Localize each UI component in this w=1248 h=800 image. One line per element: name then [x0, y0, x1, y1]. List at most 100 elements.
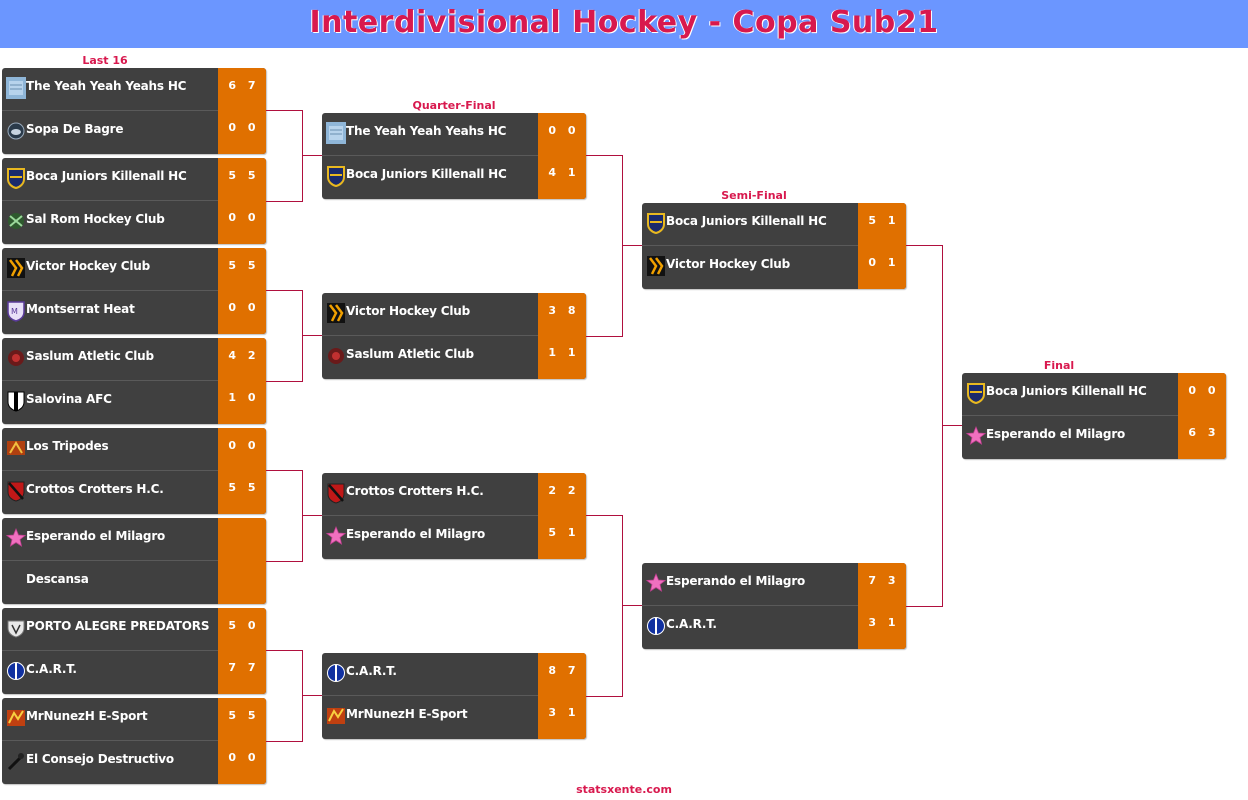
- team-name[interactable]: Crottos Crotters H.C.: [346, 484, 484, 498]
- team-name[interactable]: MrNunezH E-Sport: [26, 709, 148, 723]
- team-score: 6 7: [228, 79, 256, 92]
- match-card[interactable]: The Yeah Yeah Yeahs HC Boca Juniors Kille…: [322, 113, 586, 199]
- victor-logo-icon: [326, 302, 346, 324]
- team-row[interactable]: Boca Juniors Killenall HC: [642, 203, 906, 245]
- team-row[interactable]: Esperando el Milagro: [2, 518, 266, 560]
- team-row[interactable]: Victor Hockey Club: [2, 248, 266, 290]
- team-name[interactable]: Sopa De Bagre: [26, 122, 124, 136]
- team-row[interactable]: C.A.R.T.: [642, 605, 906, 649]
- bracket-connector: [266, 470, 303, 562]
- match-card[interactable]: MrNunezH E-Sport El Consejo Destructivo 5 …: [2, 698, 266, 784]
- team-name[interactable]: MrNunezH E-Sport: [346, 707, 468, 721]
- team-row[interactable]: Los Tripodes: [2, 428, 266, 470]
- victor-logo-icon: [6, 257, 26, 279]
- crottos-logo-icon: [6, 480, 26, 502]
- team-name[interactable]: C.A.R.T.: [26, 662, 77, 676]
- match-card[interactable]: Boca Juniors Killenall HC Sal Rom Hockey …: [2, 158, 266, 244]
- bracket-connector: [302, 335, 322, 336]
- cart-logo-icon: [6, 660, 26, 682]
- team-row[interactable]: C.A.R.T.: [322, 653, 586, 695]
- team-row[interactable]: Victor Hockey Club: [322, 293, 586, 335]
- team-score: 5 5: [228, 709, 256, 722]
- team-name[interactable]: Boca Juniors Killenall HC: [666, 214, 827, 228]
- team-name[interactable]: Saslum Atletic Club: [346, 347, 474, 361]
- team-score: [218, 529, 266, 549]
- team-name[interactable]: Boca Juniors Killenall HC: [986, 384, 1147, 398]
- team-row[interactable]: Sopa De Bagre: [2, 110, 266, 154]
- team-name[interactable]: Boca Juniors Killenall HC: [346, 167, 507, 181]
- team-row[interactable]: Esperando el Milagro: [642, 563, 906, 605]
- team-row[interactable]: Saslum Atletic Club: [322, 335, 586, 379]
- team-row[interactable]: Victor Hockey Club: [642, 245, 906, 289]
- team-row[interactable]: Sal Rom Hockey Club: [2, 200, 266, 244]
- team-row[interactable]: Saslum Atletic Club: [2, 338, 266, 380]
- team-score: 5 5: [228, 169, 256, 182]
- team-score: 8 7: [548, 664, 576, 677]
- team-score: 0 0: [548, 124, 576, 137]
- team-row[interactable]: The Yeah Yeah Yeahs HC: [322, 113, 586, 155]
- bracket-connector: [302, 155, 322, 156]
- team-name[interactable]: Esperando el Milagro: [26, 529, 166, 543]
- match-card[interactable]: Crottos Crotters H.C. Esperando el Milagr…: [322, 473, 586, 559]
- team-name[interactable]: The Yeah Yeah Yeahs HC: [346, 124, 507, 138]
- team-row[interactable]: Descansa: [2, 560, 266, 604]
- team-row[interactable]: M Montserrat Heat: [2, 290, 266, 334]
- team-row[interactable]: C.A.R.T.: [2, 650, 266, 694]
- boca-logo-icon: [6, 167, 26, 190]
- team-name[interactable]: Victor Hockey Club: [26, 259, 151, 273]
- team-row[interactable]: MrNunezH E-Sport: [322, 695, 586, 739]
- match-card[interactable]: Boca Juniors Killenall HC Victor Hockey C…: [642, 203, 906, 289]
- team-name[interactable]: C.A.R.T.: [666, 617, 717, 631]
- team-score: 4 2: [228, 349, 256, 362]
- team-name[interactable]: Montserrat Heat: [26, 302, 135, 316]
- svg-text:M: M: [11, 307, 18, 316]
- team-row[interactable]: The Yeah Yeah Yeahs HC: [2, 68, 266, 110]
- score-column: [218, 518, 266, 604]
- team-name[interactable]: Sal Rom Hockey Club: [26, 212, 165, 226]
- footer-credit[interactable]: statsxente.com: [576, 783, 672, 796]
- milagro-logo-icon: [965, 425, 987, 447]
- team-row[interactable]: PORTO ALEGRE PREDATORS: [2, 608, 266, 650]
- salovina-logo-icon: [6, 390, 26, 412]
- team-name[interactable]: El Consejo Destructivo: [26, 752, 174, 766]
- team-name[interactable]: Esperando el Milagro: [666, 574, 806, 588]
- match-card[interactable]: Boca Juniors Killenall HC Esperando el Mi…: [962, 373, 1226, 459]
- team-row[interactable]: Esperando el Milagro: [962, 415, 1226, 459]
- team-name[interactable]: Esperando el Milagro: [986, 427, 1126, 441]
- bracket-connector: [906, 245, 943, 607]
- team-name[interactable]: Salovina AFC: [26, 392, 112, 406]
- team-name[interactable]: C.A.R.T.: [346, 664, 397, 678]
- team-row[interactable]: Boca Juniors Killenall HC: [2, 158, 266, 200]
- team-score: 0 0: [228, 439, 256, 452]
- team-name[interactable]: Saslum Atletic Club: [26, 349, 154, 363]
- team-row[interactable]: El Consejo Destructivo: [2, 740, 266, 784]
- team-name[interactable]: Crottos Crotters H.C.: [26, 482, 164, 496]
- team-name[interactable]: The Yeah Yeah Yeahs HC: [26, 79, 187, 93]
- team-name[interactable]: PORTO ALEGRE PREDATORS: [26, 619, 210, 633]
- team-score: 5 5: [228, 481, 256, 494]
- team-name[interactable]: Victor Hockey Club: [666, 257, 791, 271]
- team-name[interactable]: Descansa: [26, 572, 89, 586]
- team-row[interactable]: Boca Juniors Killenall HC: [962, 373, 1226, 415]
- team-name[interactable]: Boca Juniors Killenall HC: [26, 169, 187, 183]
- team-name[interactable]: Esperando el Milagro: [346, 527, 486, 541]
- team-row[interactable]: Crottos Crotters H.C.: [322, 473, 586, 515]
- team-row[interactable]: Salovina AFC: [2, 380, 266, 424]
- team-name[interactable]: Victor Hockey Club: [346, 304, 471, 318]
- team-row[interactable]: MrNunezH E-Sport: [2, 698, 266, 740]
- team-name[interactable]: Los Tripodes: [26, 439, 109, 453]
- team-row[interactable]: Boca Juniors Killenall HC: [322, 155, 586, 199]
- team-row[interactable]: Crottos Crotters H.C.: [2, 470, 266, 514]
- team-row[interactable]: Esperando el Milagro: [322, 515, 586, 559]
